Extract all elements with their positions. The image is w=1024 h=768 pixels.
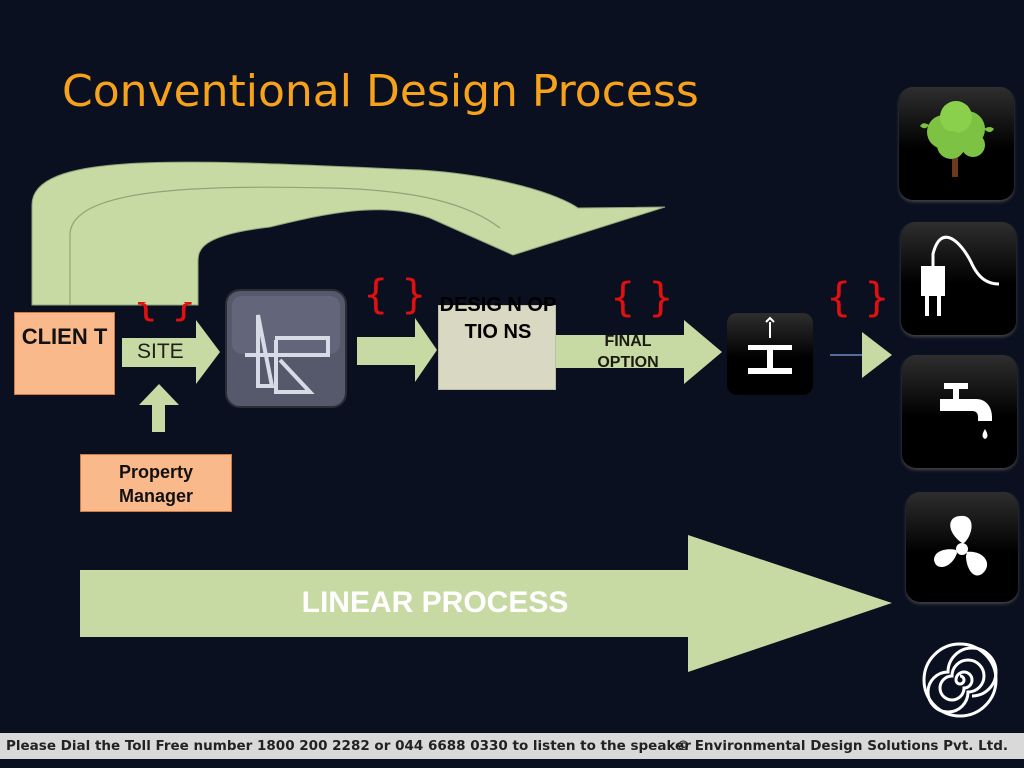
company-logo (920, 640, 1015, 735)
to-design-options-arrow (357, 318, 437, 382)
brace-0-partial: { } (133, 282, 197, 322)
final-option-label: FINAL OPTION (597, 333, 659, 371)
fan-icon (906, 492, 1018, 602)
crane-beam-icon (727, 313, 813, 395)
linear-process-label: LINEAR PROCESS (301, 586, 569, 619)
feedback-arch-inner-line (69, 186, 501, 305)
power-plug-icon (901, 222, 1016, 335)
design-options-label: DESIG N OPTIO NS (439, 294, 557, 343)
property-manager-arrow (139, 384, 179, 432)
footer-phone-text: Please Dial the Toll Free number 1800 20… (6, 738, 691, 754)
linear-process-arrow (80, 535, 892, 672)
final-option-arrow (556, 320, 722, 384)
brace-2: { } (610, 275, 674, 321)
site-label: SITE (137, 340, 184, 363)
design-options-box: DESIG N OPTIO NS (438, 294, 556, 390)
feedback-arch-arrow (31, 161, 666, 306)
drafting-tools-icon (225, 289, 347, 408)
footer-bar: Please Dial the Toll Free number 1800 20… (0, 733, 1024, 759)
construction-output-arrow (862, 332, 892, 378)
tree-icon (899, 87, 1014, 200)
site-arrow (122, 320, 220, 384)
property-manager-box: Property Manager (80, 454, 232, 512)
brace-1: { } (363, 272, 427, 318)
brace-3: { } (826, 275, 890, 321)
client-box: CLIEN T (14, 312, 115, 395)
water-tap-icon (902, 355, 1017, 468)
slide-title: Conventional Design Process (62, 66, 699, 117)
footer-copyright: © Environmental Design Solutions Pvt. Lt… (676, 738, 1009, 754)
